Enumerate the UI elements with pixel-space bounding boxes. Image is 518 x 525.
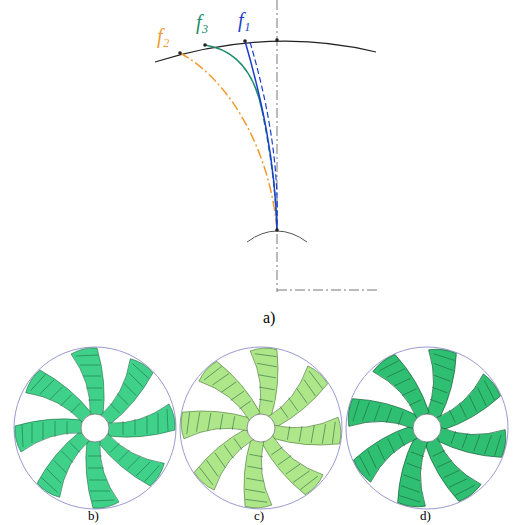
panel-label: c) [254, 509, 264, 522]
panel-label: b) [88, 509, 99, 522]
curve-label: f₁ [238, 10, 251, 30]
panel-label: d) [420, 509, 431, 522]
panel-label: a) [263, 310, 275, 326]
curve-label: f₃ [196, 12, 209, 32]
curve-label: f₂ [157, 26, 170, 46]
